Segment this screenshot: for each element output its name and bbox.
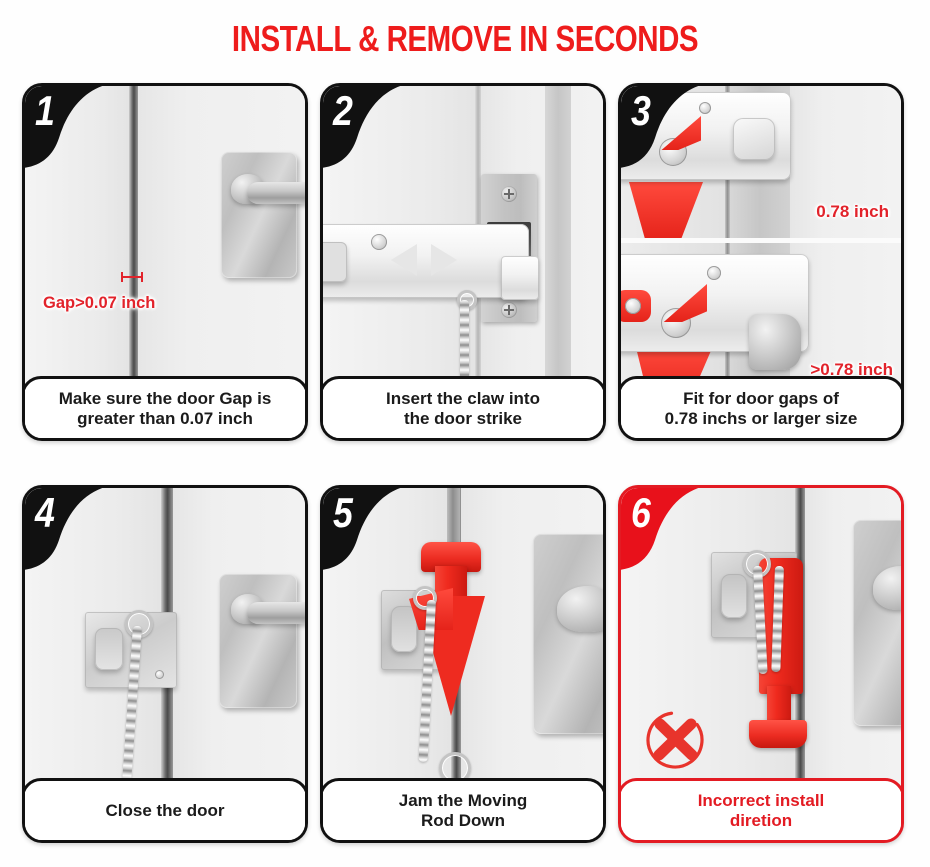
- gap-measurement-label: Gap>0.07 inch: [43, 294, 156, 312]
- door-handle-lever: [247, 182, 305, 204]
- red-rod-inverted-head: [749, 720, 807, 748]
- step-caption-5: Jam the Moving Rod Down: [323, 778, 603, 840]
- door-handle-lever: [247, 602, 305, 624]
- step-caption-text-2: Insert the claw into the door strike: [386, 389, 540, 428]
- door-handle-plate: [219, 574, 297, 708]
- lock-bar-arrow-right: [431, 244, 457, 276]
- step-caption-text-5: Jam the Moving Rod Down: [398, 791, 528, 830]
- step-caption-text-6: Incorrect install diretion: [697, 791, 825, 830]
- lock-bar-slot: [323, 242, 347, 282]
- step-caption-6: Incorrect install diretion: [621, 778, 901, 840]
- panel-3-divider: [621, 238, 901, 243]
- step-caption-2: Insert the claw into the door strike: [323, 376, 603, 438]
- incorrect-x-icon: [643, 708, 707, 772]
- door-handle-knob: [557, 586, 603, 632]
- lock-plate-window: [95, 628, 123, 670]
- step-caption-text-3: Fit for door gaps of 0.78 inchs or large…: [664, 389, 858, 428]
- step-panel-4: 4 Close the door: [22, 485, 308, 843]
- lock-plate-hole-upper: [699, 102, 711, 114]
- door-handle-plate: [853, 520, 901, 726]
- chain-ring-top: [413, 586, 437, 610]
- lock-plate-hole-lower: [707, 266, 721, 280]
- red-tab-hole-lower: [625, 298, 641, 314]
- red-tab-hole-upper: [625, 128, 639, 142]
- lock-bar-pivot-hole: [371, 234, 387, 250]
- lock-plate-pin: [155, 670, 164, 679]
- page-title: INSTALL & REMOVE IN SECONDS: [231, 18, 699, 59]
- door-handle-plate: [221, 152, 297, 278]
- strike-screw-top: [501, 186, 517, 202]
- lock-claw-hook: [501, 256, 539, 300]
- lock-claw-bar: [323, 224, 529, 298]
- thumb-turn-knob-lower: [749, 314, 801, 370]
- door-gap-line: [129, 86, 138, 438]
- steps-grid: Gap>0.07 inch 1 Make sure the door Gap i…: [22, 83, 908, 843]
- security-chain: [460, 300, 469, 424]
- lock-bar-arrow-left: [391, 244, 417, 276]
- lock-plate-window: [721, 574, 747, 618]
- step-caption-text-4: Close the door: [105, 801, 225, 821]
- step-panel-1: Gap>0.07 inch 1 Make sure the door Gap i…: [22, 83, 308, 441]
- step-panel-3: 0.78 inch >0.78 inch 3 Fit for door gaps…: [618, 83, 904, 441]
- gap-078-label: 0.78 inch: [816, 202, 889, 221]
- step-1-illustration: Gap>0.07 inch: [25, 86, 305, 438]
- moving-rod-stem: [447, 488, 460, 548]
- step-panel-5: 5 Jam the Moving Rod Down: [320, 485, 606, 843]
- door-handle-plate: [533, 534, 603, 734]
- step-caption-text-1: Make sure the door Gap is greater than 0…: [58, 389, 272, 428]
- door-right-leaf-upper: [790, 86, 901, 238]
- step-caption-1: Make sure the door Gap is greater than 0…: [25, 376, 305, 438]
- step-caption-3: Fit for door gaps of 0.78 inchs or large…: [621, 376, 901, 438]
- step-panel-6: 6 Incorrect install diretion: [618, 485, 904, 843]
- lock-plate-octagon-upper: [733, 118, 775, 160]
- step-panel-2: 2 Insert the claw into the door strike: [320, 83, 606, 441]
- gap-over-078-label: >0.78 inch: [810, 360, 893, 379]
- strike-screw-bottom: [501, 302, 517, 318]
- lock-plate-window: [391, 606, 417, 652]
- step-caption-4: Close the door: [25, 778, 305, 840]
- gap-bracket-marker: [121, 272, 143, 282]
